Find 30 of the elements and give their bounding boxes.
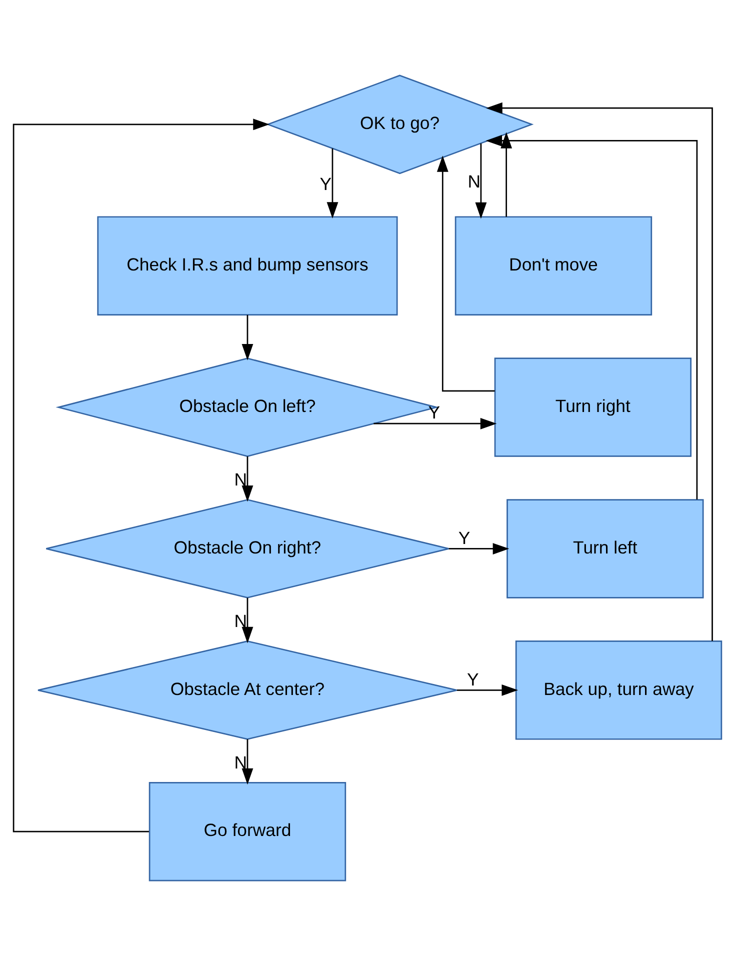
arrow [242, 738, 254, 784]
node-box: Don't move [454, 216, 652, 315]
edge-label: Y [467, 668, 479, 689]
edge-label: N [234, 468, 248, 489]
arrow [500, 132, 512, 216]
arrow [12, 118, 270, 832]
node-diamond: Obstacle On right? [46, 498, 450, 598]
arrow [486, 134, 698, 499]
node-box: Check I.R.s and bump sensors [97, 216, 398, 315]
arrow [436, 155, 495, 392]
node-box: Turn left [506, 498, 704, 598]
arrow [242, 597, 254, 643]
edge-label: N [234, 610, 248, 630]
edge-label: Y [428, 402, 440, 422]
arrow [374, 417, 497, 429]
node-box: Go forward [148, 781, 346, 881]
arrow [326, 148, 338, 218]
arrow [486, 102, 713, 641]
node-box: Turn right [494, 357, 692, 456]
arrow [242, 314, 254, 360]
arrow [475, 142, 487, 218]
edge-label: N [234, 752, 248, 772]
node-diamond: OK to go? [266, 74, 534, 174]
arrow [448, 542, 510, 554]
edge-label: Y [458, 527, 470, 548]
node-box: Back up, turn away [515, 640, 722, 740]
edge-label: Y [320, 173, 332, 194]
arrow [242, 456, 254, 502]
arrow [457, 684, 518, 696]
node-diamond: Obstacle At center? [37, 640, 458, 740]
